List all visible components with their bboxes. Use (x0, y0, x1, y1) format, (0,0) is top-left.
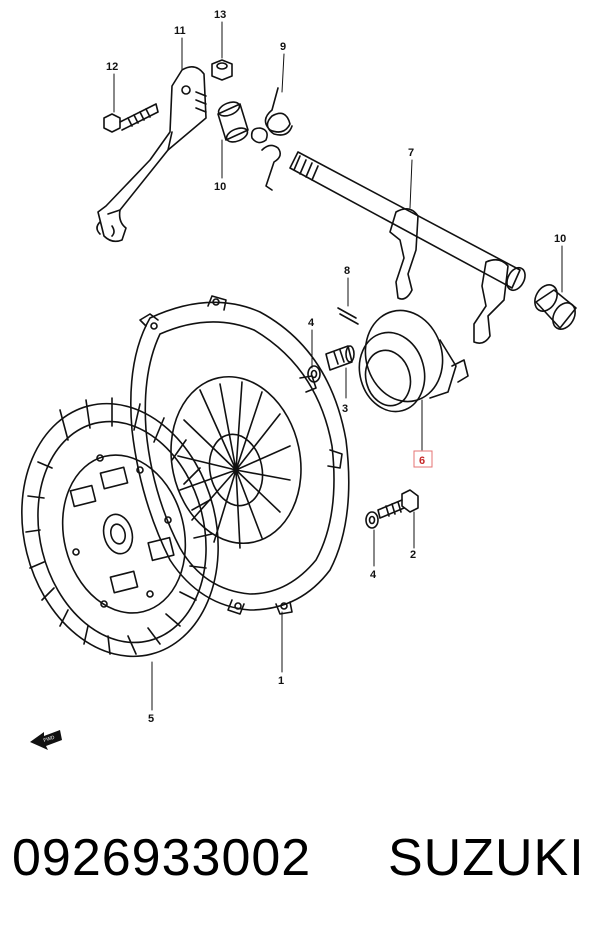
brand-name: SUZUKI (388, 829, 585, 887)
bolt-12 (103, 103, 159, 133)
clutch-disc-5 (21, 397, 219, 658)
pivot-bolt-3 (325, 345, 355, 371)
callout-1: 1 (278, 675, 284, 687)
clutch-exploded-diagram: FWD 1 2 3 4 4 5 6 7 8 9 10 10 11 12 13 (21, 9, 577, 750)
callout-4-upper: 4 (308, 317, 315, 329)
release-bearing-6 (358, 309, 469, 413)
release-lever-11 (96, 66, 207, 243)
bushing-10-upper (217, 101, 249, 143)
svg-text:FWD: FWD (43, 735, 56, 744)
callout-2: 2 (410, 549, 416, 561)
leader-lines (113, 21, 563, 711)
callout-13: 13 (214, 9, 226, 21)
nut-13 (211, 59, 233, 81)
callout-3: 3 (342, 403, 348, 415)
callout-9: 9 (280, 41, 286, 53)
return-spring-9 (250, 87, 293, 191)
pin-8 (337, 307, 359, 325)
callout-8: 8 (344, 265, 350, 277)
callout-12: 12 (106, 61, 118, 73)
callout-10-lower: 10 (554, 233, 566, 245)
front-arrow-icon: FWD (30, 730, 62, 750)
release-shaft-7 (289, 151, 526, 344)
callout-5: 5 (148, 713, 154, 725)
callout-4-lower: 4 (370, 569, 377, 581)
clutch-cover-1 (130, 295, 350, 615)
bushing-10-lower (534, 284, 577, 330)
part-number: 0926933002 (12, 829, 312, 887)
callout-6: 6 (419, 455, 425, 467)
callout-11: 11 (174, 25, 186, 37)
washer-4-lower (365, 511, 379, 529)
bolt-2 (377, 489, 419, 519)
part-caption: 0926933002 SUZUKI (0, 800, 600, 920)
callout-10-upper: 10 (214, 181, 226, 193)
callout-7: 7 (408, 147, 414, 159)
callout-6-highlight (413, 450, 433, 468)
